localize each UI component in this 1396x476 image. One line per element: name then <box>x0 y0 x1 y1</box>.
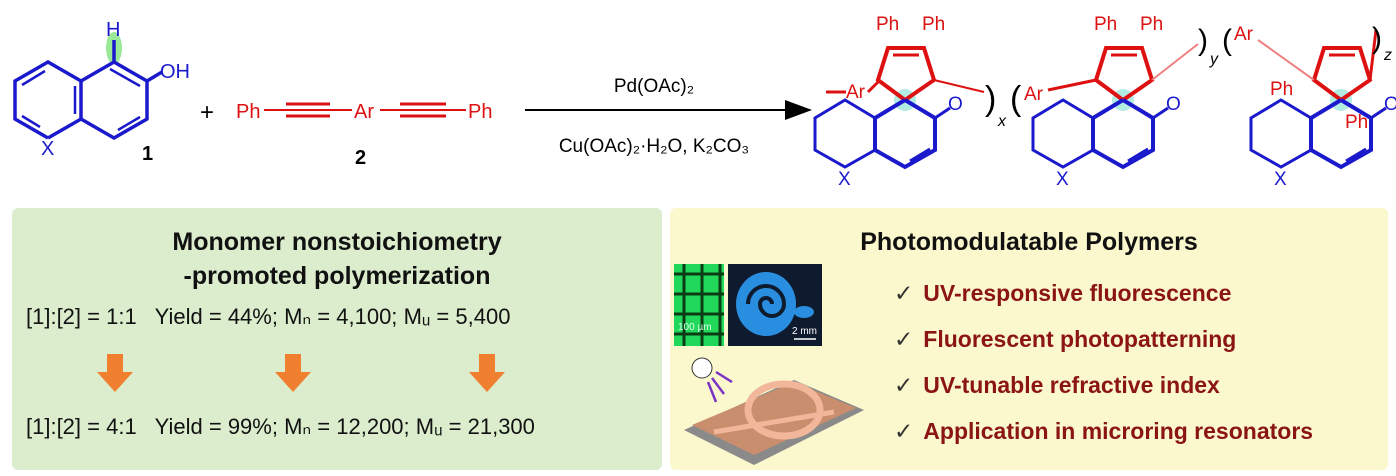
plus-sign: + <box>200 99 214 126</box>
atom-o: O <box>1384 94 1396 115</box>
reactant-1-structure <box>13 32 163 141</box>
atom-ph: Ph <box>922 14 945 35</box>
rose-pattern-image: 2 mm <box>728 264 822 346</box>
bracket: ) <box>1372 22 1382 55</box>
check-icon: ✓ <box>894 418 914 444</box>
bracket: ) <box>1198 24 1208 57</box>
subscript-x: x <box>997 113 1007 130</box>
reactant-2-label: 2 <box>355 147 366 169</box>
reagent-bottom: Cu(OAc)₂·H₂O, K₂CO₃ <box>559 136 749 157</box>
reactant-1-label: 1 <box>142 143 153 165</box>
check-icon: ✓ <box>894 372 914 398</box>
down-arrow-icon <box>97 354 133 392</box>
mn: Mₙ = 4,100; <box>284 304 398 329</box>
ratio: [1]:[2] = 4:1 <box>26 414 137 439</box>
result-row-2: [1]:[2] = 4:1 Yield = 99%; Mₙ = 12,200; … <box>26 414 535 440</box>
feature-item: ✓Fluorescent photopatterning <box>894 326 1237 352</box>
check-icon: ✓ <box>894 280 914 306</box>
ratio: [1]:[2] = 1:1 <box>26 304 137 329</box>
atom-ph: Ph <box>1140 14 1163 35</box>
atom-ph: Ph <box>1270 79 1293 100</box>
feature-item: ✓Application in microring resonators <box>894 418 1314 444</box>
check-icon: ✓ <box>894 326 914 352</box>
atom-ph: Ph <box>1345 112 1368 133</box>
atom-x: X <box>41 138 54 160</box>
fluorescent-grid-image: 100 µm <box>674 264 724 346</box>
atom-o: O <box>1166 94 1181 115</box>
improvement-arrows <box>97 354 505 392</box>
lightbulb-icon <box>691 357 713 379</box>
atom-o: O <box>948 94 963 115</box>
mw: Mᵤ = 21,300 <box>415 414 535 439</box>
atom-ph: Ph <box>876 14 899 35</box>
microring-resonator-image <box>684 357 864 465</box>
atom-ph: Ph <box>1094 14 1117 35</box>
atom-h: H <box>106 19 120 41</box>
reactant-2-ph-right: Ph <box>468 101 492 123</box>
yield: Yield = 99%; <box>154 414 278 439</box>
atom-ar: Ar <box>1024 84 1044 105</box>
triple-bond-icon <box>264 102 466 118</box>
atom-ar: Ar <box>846 82 866 103</box>
yield: Yield = 44%; <box>154 304 278 329</box>
repeat-unit-1: O X Ph Ph <box>813 14 963 190</box>
bracket: ( <box>1222 24 1232 57</box>
atom-x: X <box>838 169 851 190</box>
reactant-2-ar: Ar <box>354 101 374 123</box>
feature-item: ✓UV-responsive fluorescence <box>894 280 1232 306</box>
atom-x: X <box>1056 169 1069 190</box>
panel-title: Photomodulatable Polymers <box>860 228 1198 256</box>
mn: Mₙ = 12,200; <box>284 414 410 439</box>
photomodulatable-panel: Photomodulatable Polymers 100 µm 2 mm <box>670 208 1388 470</box>
atom-oh: OH <box>160 61 190 83</box>
down-arrow-icon <box>469 354 505 392</box>
bracket: ( <box>1010 80 1022 118</box>
result-row-1: [1]:[2] = 1:1 Yield = 44%; Mₙ = 4,100; M… <box>26 304 510 330</box>
panel-title-line2: -promoted polymerization <box>183 262 491 290</box>
subscript-y: y <box>1209 51 1219 68</box>
atom-x: X <box>1274 169 1287 190</box>
feature-item: ✓UV-tunable refractive index <box>894 372 1220 398</box>
reagent-top: Pd(OAc)₂ <box>614 76 694 97</box>
repeat-unit-2: O X Ph Ph <box>1031 14 1181 190</box>
rose-scale-label: 2 mm <box>792 326 817 337</box>
arrow-head-icon <box>785 100 812 120</box>
panel-title-line1: Monomer nonstoichiometry <box>172 228 502 256</box>
bracket: ) <box>985 80 996 118</box>
nonstoichiometry-panel: Monomer nonstoichiometry -promoted polym… <box>12 208 662 470</box>
mw: Mᵤ = 5,400 <box>403 304 511 329</box>
down-arrow-icon <box>275 354 311 392</box>
atom-ar: Ar <box>1234 24 1254 45</box>
grid-scale-label: 100 µm <box>678 322 712 333</box>
illustrations: 100 µm 2 mm <box>674 264 864 465</box>
subscript-z: z <box>1383 47 1392 64</box>
reactant-2-ph-left: Ph <box>236 101 260 123</box>
reaction-scheme: H OH X 1 + Ph Ar Ph 2 Pd(OAc)₂ Cu(OAc)₂·… <box>13 14 1396 190</box>
